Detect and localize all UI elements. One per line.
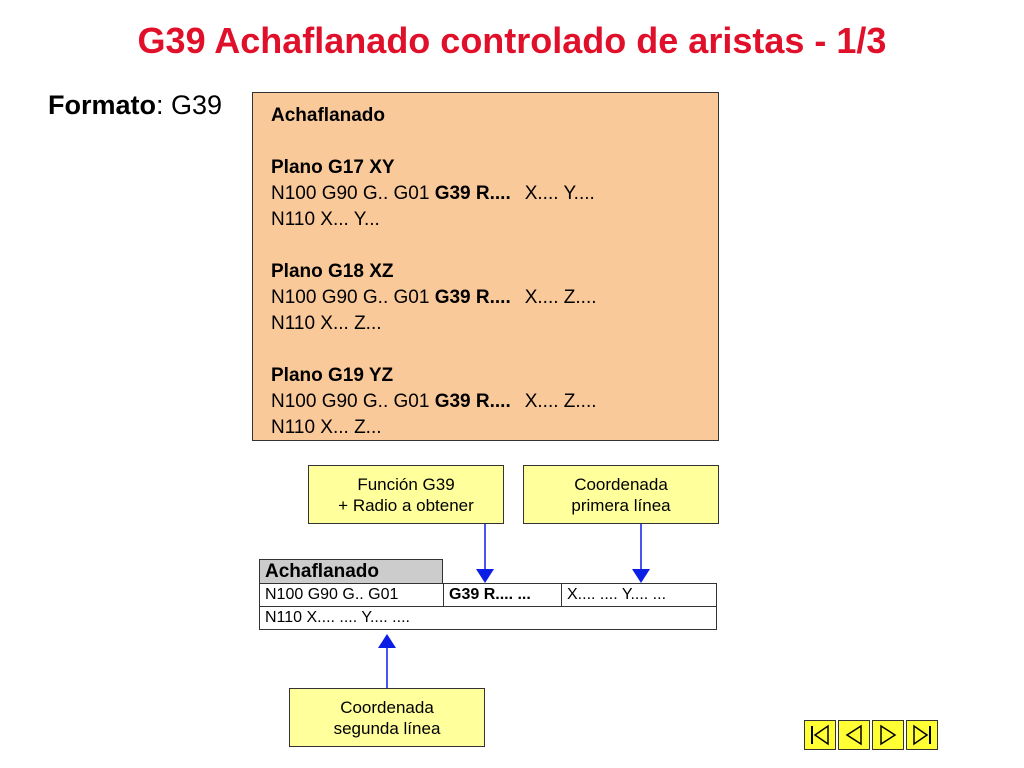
plane-g18-line1: N100 G90 G.. G01 G39 R....X.... Z.... [271, 287, 597, 308]
plane-g17-line1: N100 G90 G.. G01 G39 R....X.... Y.... [271, 183, 595, 204]
table-cell: N100 G90 G.. G01 [260, 584, 444, 606]
table-cell: X.... .... Y.... ... [567, 586, 667, 603]
arrow-second-coord-head [378, 634, 396, 648]
page-title: G39 Achaflanado controlado de aristas - … [137, 20, 887, 61]
callout-function-g39: Función G39 + Radio a obtener [308, 465, 504, 524]
format-label-text: Formato [48, 90, 156, 120]
plane-g18-heading: Plano G18 XZ [271, 261, 394, 282]
table-row: N100 G90 G.. G01 G39 R.... ... X.... ...… [259, 583, 717, 607]
table-cell: N110 X.... .... Y.... .... [265, 609, 410, 626]
plane-g19-line2: N110 X... Z... [271, 417, 382, 438]
arrow-function-head [476, 569, 494, 583]
plane-g19-line1: N100 G90 G.. G01 G39 R....X.... Z.... [271, 391, 597, 412]
table-row: N110 X.... .... Y.... .... [259, 606, 717, 630]
callout-second-coordinate: Coordenada segunda línea [289, 688, 485, 747]
format-separator: : [156, 90, 164, 120]
plane-g19-heading: Plano G19 YZ [271, 365, 394, 386]
table-header: Achaflanado [259, 559, 443, 584]
code-box-heading: Achaflanado [271, 105, 386, 126]
code-format-box: Achaflanado Plano G17 XY N100 G90 G.. G0… [252, 92, 719, 441]
format-label: Formato: G39 [48, 90, 222, 121]
plane-g17-heading: Plano G17 XY [271, 157, 395, 178]
previous-slide-button[interactable] [838, 720, 870, 750]
next-slide-button[interactable] [872, 720, 904, 750]
last-slide-icon [913, 724, 931, 746]
format-value: G39 [163, 90, 223, 120]
plane-g18-line2: N110 X... Z... [271, 313, 382, 334]
last-slide-button[interactable] [906, 720, 938, 750]
table-cell-g39: G39 R.... ... [444, 584, 562, 606]
first-slide-icon [811, 724, 829, 746]
next-slide-icon [880, 724, 897, 746]
arrow-first-coord-head [632, 569, 650, 583]
previous-slide-icon [845, 724, 862, 746]
callout-first-coordinate: Coordenada primera línea [523, 465, 719, 524]
first-slide-button[interactable] [804, 720, 836, 750]
plane-g17-line2: N110 X... Y... [271, 209, 380, 230]
